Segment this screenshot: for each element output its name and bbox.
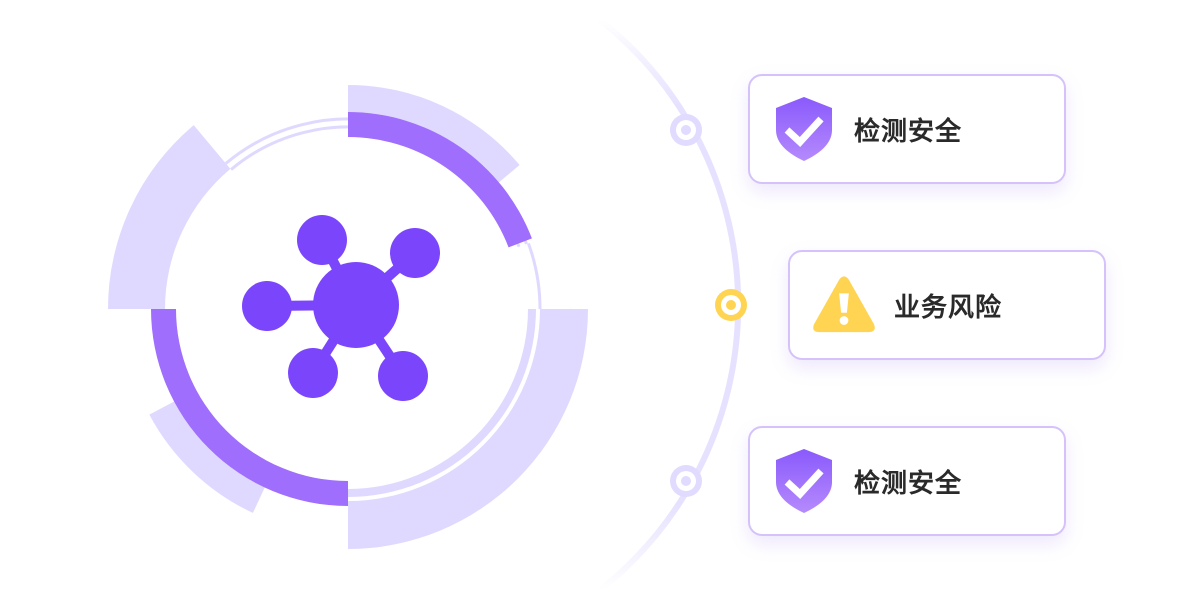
status-label: 检测安全 (854, 116, 963, 147)
timeline-node-3 (670, 465, 702, 497)
accent-band-top-right (348, 112, 532, 248)
light-band-top (348, 85, 520, 183)
shield-check-icon (772, 94, 836, 164)
timeline-node-1 (670, 114, 702, 146)
light-band-left (108, 125, 231, 310)
status-card-safe-1[interactable]: 检测安全 (748, 74, 1066, 184)
ring-segments (108, 85, 588, 549)
accent-band-bottom-left (151, 309, 348, 506)
warning-triangle-icon (812, 270, 876, 340)
light-band-bottom-right (348, 309, 588, 549)
light-band-lower-left (149, 401, 265, 513)
timeline-node-2 (715, 289, 747, 321)
thin-ring (527, 242, 542, 310)
status-label: 检测安全 (854, 468, 963, 499)
status-card-safe-2[interactable]: 检测安全 (748, 426, 1066, 536)
status-card-risk[interactable]: 业务风险 (788, 250, 1106, 360)
shield-check-icon (772, 446, 836, 516)
network-hub-icon (242, 215, 440, 401)
status-label: 业务风险 (894, 292, 1003, 323)
